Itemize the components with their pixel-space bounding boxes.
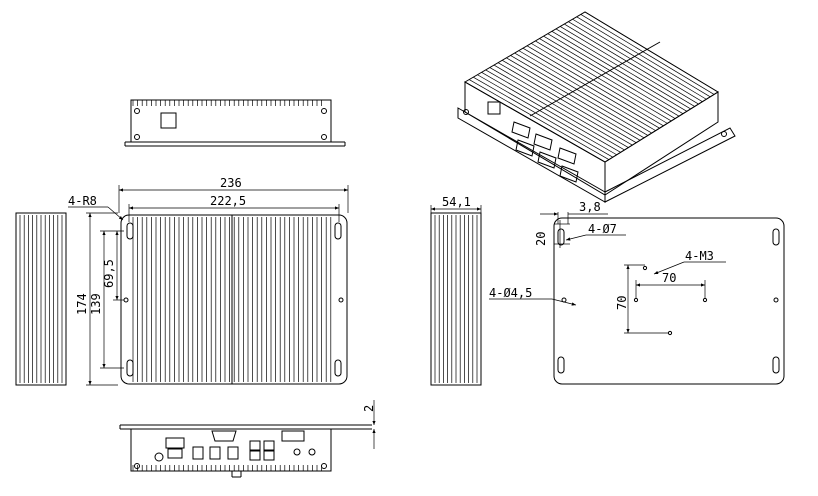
fin-line [551,31,688,112]
dim-flange-thickness: 2 [362,405,376,412]
fin-line [464,81,606,163]
fin-line [559,26,695,107]
fin-line [477,74,617,156]
bottom-plate-view: 3,8 20 4-Ø7 4-Ø4,5 4-M3 70 70 [489,200,785,385]
fin-line [489,67,629,148]
fin-line [572,18,707,100]
dim-half-depth: 69,5 [102,259,116,288]
fin-line [580,14,715,95]
side-fins-left [19,215,63,383]
fin-line [497,62,637,143]
fin-line [473,76,613,158]
dim-overall-width: 236 [220,176,242,190]
label-slot-diameter: 4-Ø7 [588,222,617,236]
dim-vesa-vertical: 70 [615,296,629,310]
fin-line [531,43,668,124]
iso-fins [464,11,719,163]
fin-line [510,55,649,136]
right-side-view: 54,1 [430,195,482,386]
fin-line [543,35,680,117]
fin-line [564,23,699,105]
side-fins-right [434,215,478,383]
dim-hole-spacing-width: 222,5 [210,194,246,208]
label-hole-diameter: 4-Ø4,5 [489,286,532,300]
front-panel-view: 2 [119,400,376,478]
fin-line [547,33,684,115]
fin-line [481,72,621,153]
fin-line [555,28,691,110]
fin-line [485,69,625,151]
fin-line [535,40,672,122]
rear-panel-view [124,99,346,147]
label-vesa-thread: 4-M3 [685,249,714,263]
fin-line [526,45,664,127]
dim-height: 54,1 [442,195,471,209]
label-corner-radius: 4-R8 [68,194,97,208]
fin-line [502,59,641,141]
dim-hole-spacing-depth: 139 [89,293,103,315]
fin-line [493,64,633,146]
fin-line [468,79,610,160]
main-top-view: 236 222,5 4-R8 174 139 69,5 [68,176,349,386]
fin-line [514,52,652,134]
fin-line [568,21,703,102]
isometric-view [457,11,736,203]
dim-flange-offset: 3,8 [579,200,601,214]
fin-line [522,47,660,129]
top-fins [132,217,332,382]
rear-fins [132,100,322,106]
dim-hole-top-offset: 20 [534,232,548,246]
fin-line [576,16,711,98]
dim-overall-depth: 174 [75,293,89,315]
fin-line [584,11,719,93]
dim-vesa-horizontal: 70 [662,271,676,285]
left-side-view [15,212,67,386]
front-fins [132,465,322,471]
fin-line [506,57,645,139]
fin-line [518,50,656,131]
fin-line [539,38,676,119]
